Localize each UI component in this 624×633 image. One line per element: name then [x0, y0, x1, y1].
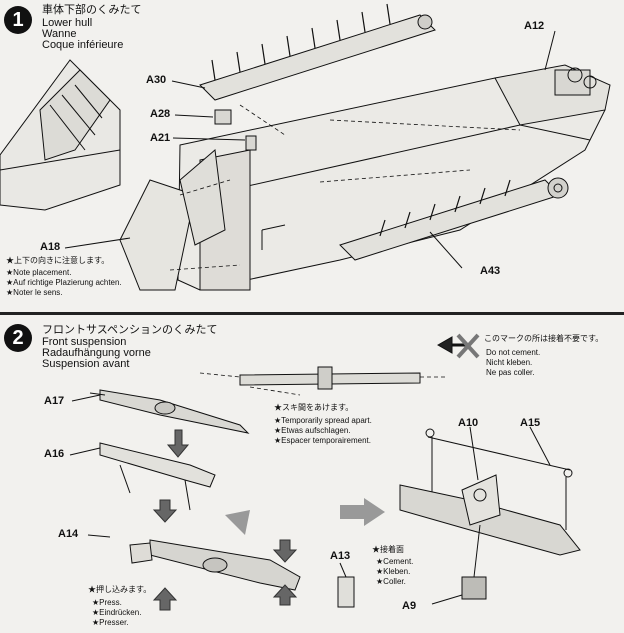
- no-cement-note-fr: Ne pas coller.: [486, 368, 535, 377]
- step-title-de: Wanne: [42, 28, 77, 40]
- no-cement-note-en: Do not cement.: [486, 348, 541, 357]
- part-label-a43: A43: [480, 265, 501, 277]
- step-title-en: Front suspension: [42, 336, 127, 348]
- placement-note-de: ★Auf richtige Plazierung achten.: [6, 278, 122, 287]
- cement-note-de: ★Kleben.: [376, 567, 411, 576]
- spread-note-en: ★Temporarily spread apart.: [274, 416, 372, 425]
- front-suspension-illustration: [69, 333, 581, 611]
- part-label-a13: A13: [330, 550, 351, 562]
- placement-note-en: ★Note placement.: [6, 268, 72, 277]
- no-cement-note-de: Nicht kleben.: [486, 358, 533, 367]
- step-number-badge: 1: [4, 6, 32, 34]
- part-label-a17: A17: [44, 395, 65, 407]
- part-label-a12: A12: [524, 20, 545, 32]
- step-title-jp: 車体下部のくみたて: [42, 4, 142, 16]
- part-label-a18: A18: [40, 241, 61, 253]
- press-note-jp: ★押し込みます。: [88, 585, 152, 594]
- spread-note-fr: ★Espacer temporairement.: [274, 436, 371, 445]
- part-label-a14: A14: [58, 528, 79, 540]
- no-cement-note-jp: このマークの所は接着不要です。: [484, 334, 604, 343]
- step-title-de: Radaufhängung vorne: [42, 347, 151, 359]
- step-title-fr: Suspension avant: [42, 358, 130, 370]
- step-1-panel: 1 車体下部のくみたて Lower hull Wanne Coque infér…: [0, 0, 624, 313]
- part-label-a30: A30: [146, 74, 167, 86]
- part-label-a10: A10: [458, 417, 479, 429]
- part-label-a15: A15: [520, 417, 541, 429]
- step-number-badge: 2: [4, 324, 32, 352]
- part-label-a21: A21: [150, 132, 171, 144]
- placement-note-jp: ★上下の向きに注意します。: [6, 256, 110, 265]
- step-divider: [0, 312, 624, 315]
- spread-note-de: ★Etwas aufschlagen.: [274, 426, 351, 435]
- spread-note-jp: ★スキ間をあけます。: [274, 403, 354, 412]
- lower-hull-illustration: [0, 3, 611, 291]
- part-label-a9: A9: [402, 600, 417, 612]
- step-2-panel: 2 フロントサスペンションのくみたて Front suspension Rada…: [0, 315, 624, 633]
- part-label-a16: A16: [44, 448, 65, 460]
- press-note-fr: ★Presser.: [92, 618, 129, 627]
- press-note-de: ★Eindrücken.: [92, 608, 142, 617]
- step-title-en: Lower hull: [42, 17, 93, 29]
- cement-note-jp: ★接着面: [372, 545, 404, 554]
- cement-note-fr: ★Coller.: [376, 577, 406, 586]
- step-title-jp: フロントサスペンションのくみたて: [42, 324, 218, 336]
- part-label-a28: A28: [150, 108, 171, 120]
- step-title-fr: Coque inférieure: [42, 39, 124, 51]
- placement-note-fr: ★Noter le sens.: [6, 288, 63, 297]
- cement-note-en: ★Cement.: [376, 557, 414, 566]
- press-note-en: ★Press.: [92, 598, 122, 607]
